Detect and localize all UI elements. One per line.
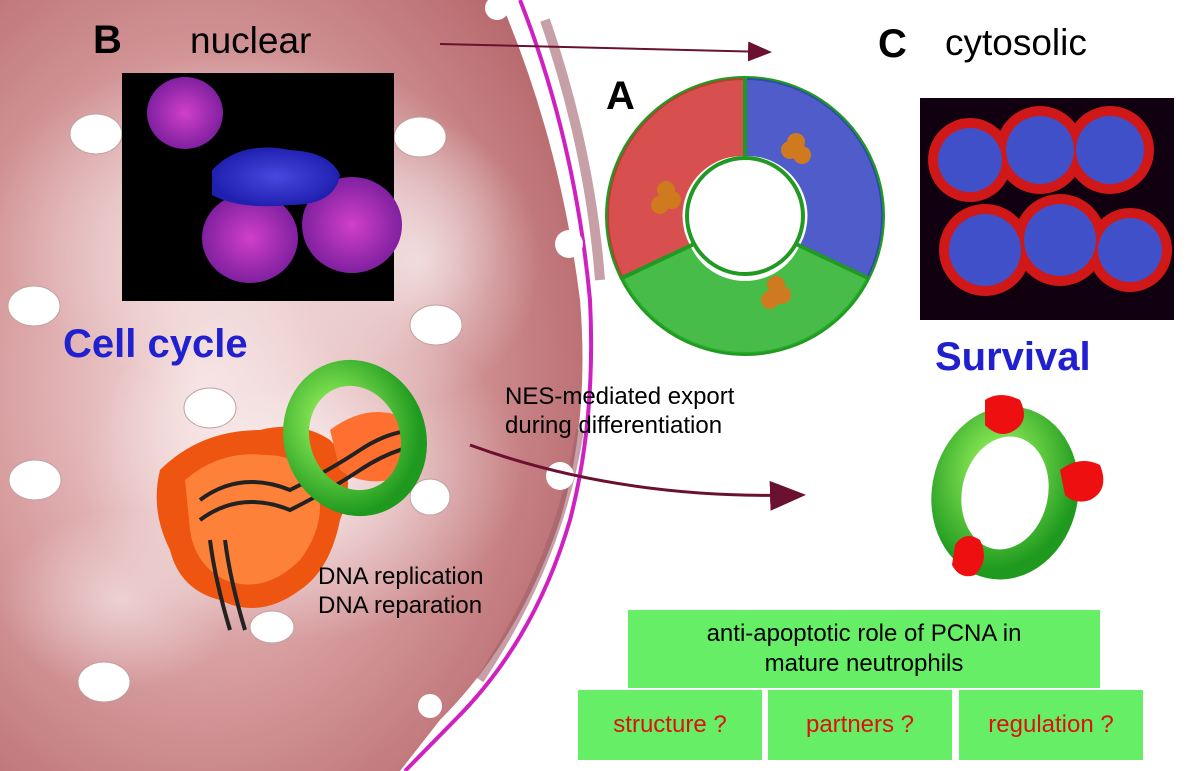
anti-apoptotic-role-box: anti-apoptotic role of PCNA in mature ne… [628,610,1100,688]
survival-label: Survival [935,335,1091,379]
partners-box: partners ? [768,690,952,760]
cell-cycle-label: Cell cycle [63,322,248,366]
panel-a-letter: A [606,74,635,118]
structure-box: structure ? [578,690,762,760]
export-caption-line1: NES-mediated export [505,383,735,410]
nuclear-pores [7,113,463,703]
export-caption: NES-mediated export during differentiati… [505,382,734,440]
role-line1: anti-apoptotic role of PCNA in [706,620,1022,647]
nuclear-membrane [403,0,594,771]
dna-replication-complex [156,359,427,631]
cytosolic-micrograph [920,98,1174,320]
panel-b-letter: B [93,18,122,62]
top-export-arrow [439,41,772,62]
dna-caption: DNA replication DNA reparation [318,562,483,620]
panel-c-letter: C [878,22,907,66]
dna-caption-line2: DNA reparation [318,592,483,619]
role-line2: mature neutrophils [764,650,964,677]
export-caption-line2: during differentiation [505,412,723,439]
dna-caption-line1: DNA replication [318,563,484,590]
panel-b-title: nuclear [190,20,312,61]
regulation-box: regulation ? [959,690,1143,760]
nuclear-micrograph [122,73,402,301]
differentiation-arrow [469,443,806,511]
pcna-ring-with-partners [931,395,1104,580]
pcna-trimer-structure [605,76,885,356]
panel-c-title: cytosolic [945,22,1087,63]
